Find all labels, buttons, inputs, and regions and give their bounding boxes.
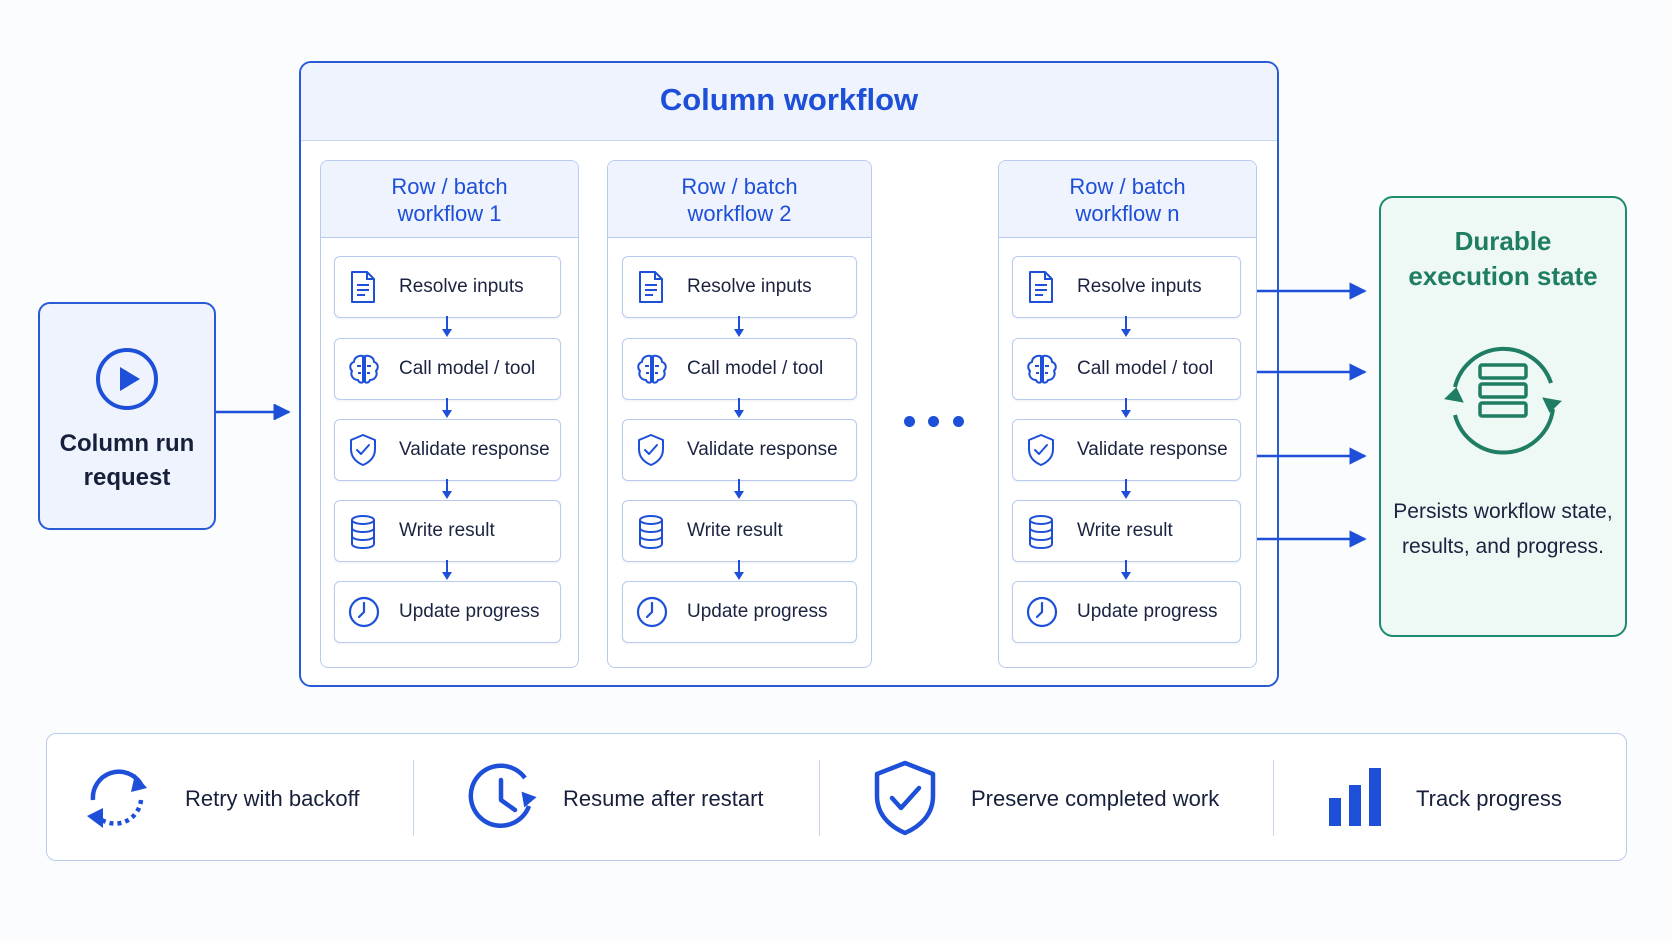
row-workflow-header: Row / batch workflow n bbox=[999, 161, 1256, 238]
step-flow-arrow bbox=[733, 479, 744, 499]
ellipsis-dot bbox=[928, 416, 939, 427]
workflow-step-label: Call model / tool bbox=[1077, 358, 1214, 379]
workflow-step-validate-response: Validate response bbox=[334, 419, 561, 481]
feature-label: Preserve completed work bbox=[971, 786, 1220, 811]
workflow-step-label: Resolve inputs bbox=[1077, 276, 1202, 297]
workflow-step-write-result: Write result bbox=[334, 500, 561, 562]
row-workflow-title: Row / batch workflow n bbox=[1069, 174, 1186, 226]
feature-retry: Retry with backoff bbox=[77, 734, 417, 862]
ellipsis-dot bbox=[953, 416, 964, 427]
shield-check-icon bbox=[1028, 434, 1054, 466]
workflow-step-label: Write result bbox=[687, 520, 783, 541]
clock-icon bbox=[1026, 596, 1058, 628]
row-workflow-header: Row / batch workflow 1 bbox=[321, 161, 578, 238]
workflow-step-label: Update progress bbox=[687, 601, 828, 622]
state-arrows bbox=[1257, 282, 1367, 548]
workflow-step-resolve-inputs: Resolve inputs bbox=[622, 256, 857, 318]
workflow-step-validate-response: Validate response bbox=[1012, 419, 1241, 481]
document-icon bbox=[1029, 271, 1053, 303]
database-icon bbox=[639, 515, 663, 550]
step-flow-arrow bbox=[441, 560, 452, 580]
feature-resume: Resume after restart bbox=[463, 734, 823, 862]
row-workflow-header: Row / batch workflow 2 bbox=[608, 161, 871, 238]
column-run-request-label: Column run request bbox=[59, 430, 195, 491]
workflow-step-write-result: Write result bbox=[1012, 500, 1241, 562]
clock-arrow-icon bbox=[468, 763, 537, 828]
durable-state-description: Persists workflow state, results, and pr… bbox=[1393, 500, 1613, 558]
play-icon bbox=[96, 348, 158, 410]
workflow-step-call-model-tool: Call model / tool bbox=[334, 338, 561, 400]
brain-icon bbox=[637, 354, 667, 384]
clock-icon bbox=[636, 596, 668, 628]
workflow-step-label: Resolve inputs bbox=[399, 276, 524, 297]
feature-divider bbox=[413, 760, 414, 836]
feature-divider bbox=[1273, 760, 1274, 836]
request-to-workflow-arrow bbox=[216, 404, 291, 420]
workflow-step-label: Update progress bbox=[1077, 601, 1218, 622]
database-icon bbox=[351, 515, 375, 550]
workflow-step-update-progress: Update progress bbox=[334, 581, 561, 643]
step-flow-arrow bbox=[1120, 316, 1131, 337]
workflow-step-label: Validate response bbox=[687, 439, 838, 460]
workflow-step-label: Validate response bbox=[399, 439, 550, 460]
shield-check-icon bbox=[350, 434, 376, 466]
step-flow-arrow bbox=[1120, 479, 1131, 499]
step-flow-arrow bbox=[441, 316, 452, 337]
feature-track: Track progress bbox=[1317, 734, 1607, 862]
workflow-step-write-result: Write result bbox=[622, 500, 857, 562]
row-workflow-title: Row / batch workflow 2 bbox=[681, 174, 798, 226]
brain-icon bbox=[349, 354, 379, 384]
feature-preserve: Preserve completed work bbox=[865, 734, 1265, 862]
durable-execution-state-box: Durable execution state Persists workflo… bbox=[1379, 196, 1627, 637]
feature-strip: Retry with backoff Resume after restart … bbox=[46, 733, 1627, 861]
database-icon bbox=[1029, 515, 1053, 550]
shield-check-icon bbox=[638, 434, 664, 466]
clock-icon bbox=[348, 596, 380, 628]
brain-icon bbox=[1027, 354, 1057, 384]
feature-label: Resume after restart bbox=[563, 786, 764, 811]
column-workflow-title: Column workflow bbox=[659, 82, 919, 117]
column-workflow-header: Column workflow bbox=[301, 63, 1277, 141]
workflow-step-label: Validate response bbox=[1077, 439, 1228, 460]
workflow-step-resolve-inputs: Resolve inputs bbox=[1012, 256, 1241, 318]
feature-label: Retry with backoff bbox=[185, 786, 360, 811]
step-flow-arrow bbox=[441, 398, 452, 418]
workflow-step-call-model-tool: Call model / tool bbox=[622, 338, 857, 400]
workflow-step-label: Write result bbox=[1077, 520, 1173, 541]
document-icon bbox=[351, 271, 375, 303]
retry-icon bbox=[87, 769, 147, 828]
ellipsis-dot bbox=[904, 416, 915, 427]
step-flow-arrow bbox=[733, 398, 744, 418]
workflow-step-label: Call model / tool bbox=[687, 358, 824, 379]
storage-cycle-icon bbox=[1444, 346, 1562, 455]
step-flow-arrow bbox=[1120, 560, 1131, 580]
document-icon bbox=[639, 271, 663, 303]
workflow-step-validate-response: Validate response bbox=[622, 419, 857, 481]
step-flow-arrow bbox=[1120, 398, 1131, 418]
workflow-step-call-model-tool: Call model / tool bbox=[1012, 338, 1241, 400]
workflow-step-resolve-inputs: Resolve inputs bbox=[334, 256, 561, 318]
row-workflow-title: Row / batch workflow 1 bbox=[391, 174, 508, 226]
bar-chart-icon bbox=[1329, 768, 1381, 826]
workflow-step-update-progress: Update progress bbox=[622, 581, 857, 643]
column-run-request-box: Column run request bbox=[38, 302, 216, 530]
durable-state-title: Durable execution state bbox=[1408, 226, 1598, 291]
workflow-step-update-progress: Update progress bbox=[1012, 581, 1241, 643]
feature-divider bbox=[819, 760, 820, 836]
feature-label: Track progress bbox=[1416, 786, 1562, 811]
workflow-step-label: Resolve inputs bbox=[687, 276, 812, 297]
step-flow-arrow bbox=[733, 560, 744, 580]
workflow-step-label: Update progress bbox=[399, 601, 540, 622]
shield-check-icon bbox=[874, 760, 936, 836]
step-flow-arrow bbox=[441, 479, 452, 499]
workflow-step-label: Write result bbox=[399, 520, 495, 541]
step-flow-arrow bbox=[733, 316, 744, 337]
workflow-step-label: Call model / tool bbox=[399, 358, 536, 379]
